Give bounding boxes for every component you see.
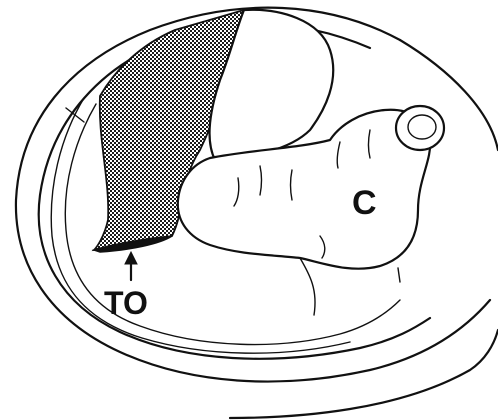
lower-outer-curve — [230, 330, 498, 418]
lining-tick-right — [398, 268, 400, 282]
label-to: TO — [104, 285, 148, 321]
to-arrow-head — [125, 252, 137, 264]
label-c: C — [352, 184, 377, 222]
lower-attachment — [300, 258, 315, 315]
c-organ-opening — [396, 106, 444, 150]
